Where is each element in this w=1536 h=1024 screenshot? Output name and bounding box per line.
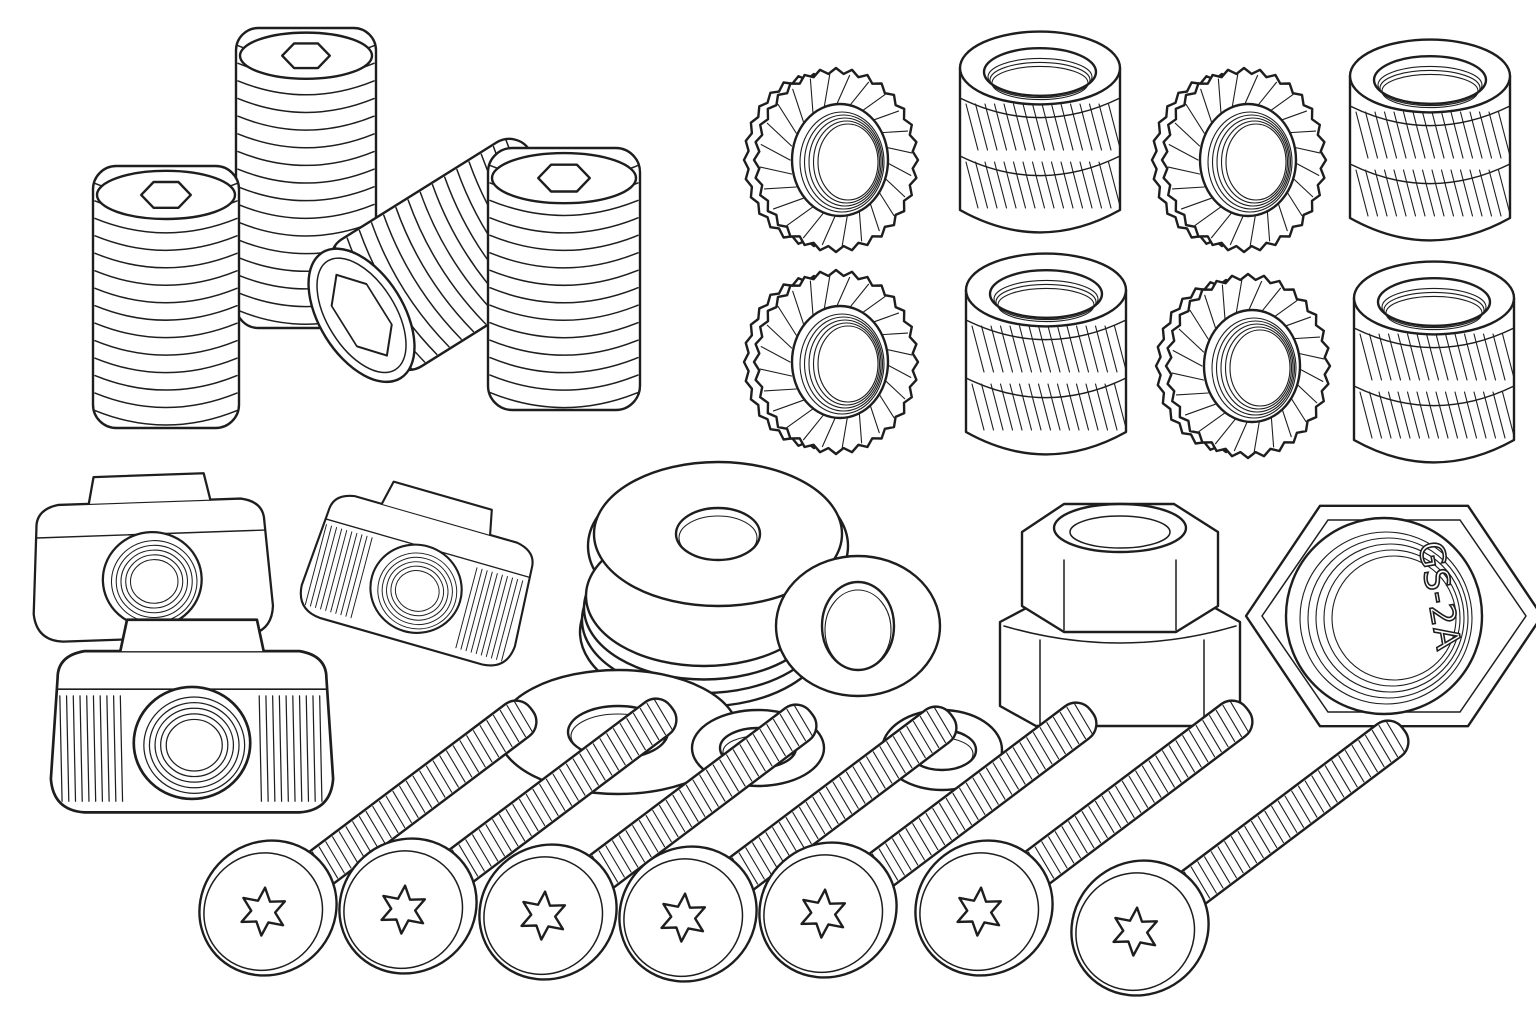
torx-screw-icon — [338, 697, 678, 975]
threaded-insert-icon — [1150, 66, 1328, 254]
t-slot-nut-icon — [299, 480, 534, 667]
torx-screw-icon — [1070, 719, 1410, 997]
threaded-insert-icon — [1352, 260, 1516, 464]
hex-nut-icon — [998, 502, 1242, 728]
set-screw-icon — [486, 146, 642, 412]
threaded-inserts-group — [742, 30, 1516, 464]
torx-screw-icon — [758, 701, 1098, 979]
threaded-insert-icon — [958, 30, 1122, 234]
washer-icon — [592, 460, 844, 608]
set-screw-icon — [234, 26, 378, 330]
threaded-insert-icon — [1154, 272, 1332, 460]
torx-screw-icon — [198, 699, 538, 977]
t-slot-nut-icon — [49, 618, 335, 814]
threaded-insert-icon — [742, 66, 920, 254]
threaded-insert-icon — [742, 268, 920, 456]
washers-group — [496, 460, 1004, 796]
set-screw-icon — [91, 164, 241, 430]
threaded-insert-icon — [964, 252, 1128, 456]
torx-screw-icon — [618, 705, 958, 983]
torx-screw-icon — [914, 699, 1254, 977]
hex-nuts-group — [998, 502, 1536, 728]
t-slot-nuts-group — [32, 472, 534, 814]
t-slot-nut-icon — [32, 472, 275, 643]
set-screws-group — [91, 26, 642, 430]
machine-screws-group — [198, 697, 1410, 997]
washer-icon — [774, 554, 942, 698]
torx-screw-icon — [478, 703, 818, 981]
hex-nut-icon — [1244, 504, 1536, 728]
threaded-insert-icon — [1348, 38, 1512, 242]
